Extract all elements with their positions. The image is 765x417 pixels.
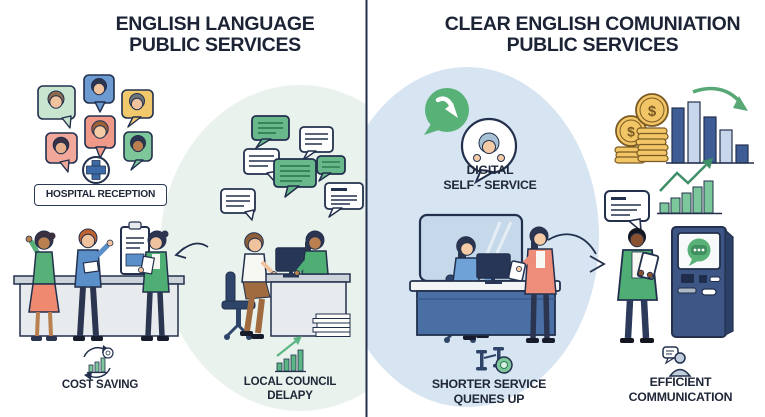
person-woman-green-jacket	[137, 230, 170, 341]
avatar-bubble-green-woman-icon	[123, 131, 153, 171]
office-chair-icon	[221, 271, 256, 340]
chat-bubble-icon	[324, 182, 364, 218]
efficient-line1: EFFICIENT	[649, 375, 712, 389]
avatar-bubble-yellow-man-icon	[121, 89, 154, 128]
rising-bar-chart-icon	[657, 158, 722, 215]
coin-stacks-icon: $ $	[614, 93, 669, 164]
dollar-symbol: $	[648, 103, 657, 120]
person-standing-woman-salmon	[507, 226, 557, 343]
local-council-label: LOCAL COUNCIL DELAPY	[235, 375, 345, 403]
green-bubble-arrow-icon	[424, 88, 469, 135]
chat-bubble-icon	[251, 115, 290, 149]
cost-saving-icon	[83, 345, 114, 380]
shorter-service-line1: SHORTER SERVICE	[431, 377, 547, 391]
kiosk-slot	[677, 287, 697, 294]
conversation-bubbles-cluster	[220, 115, 364, 221]
hospital-reception-label: HOSPITAL RECEPTION	[34, 184, 167, 206]
left-title: ENGLISH LANGUAGE PUBLIC SERVICES	[60, 14, 370, 56]
person-woman-green-top	[25, 230, 60, 341]
speech-bubble-text-icon	[604, 190, 650, 233]
hospital-cross-icon	[82, 156, 110, 184]
person-clerk-woman	[294, 230, 329, 276]
avatar-speech-bubbles-group	[37, 74, 154, 184]
avatar-bubble-green-man-icon	[37, 85, 76, 129]
avatar-bubble-salmon-woman-icon	[84, 115, 116, 159]
dollar-symbol: $	[627, 124, 635, 140]
right-title: CLEAR ENGLISH COMUNIATION PUBLIC SERVICE…	[425, 14, 760, 56]
shorter-service-label: SHORTER SERVICE QUENES UP	[418, 377, 560, 407]
computer-monitor-icon	[476, 253, 511, 284]
self-service-kiosk	[671, 226, 734, 338]
avatar-bubble-blue-woman-icon	[83, 74, 115, 113]
person-with-speech-bubble-icon	[662, 346, 692, 377]
person-in-bubble-icon	[460, 117, 518, 185]
chat-bubble-icon	[273, 158, 317, 198]
local-council-desk-scene	[221, 230, 351, 340]
local-council-line2: DELAPY	[267, 390, 313, 403]
right-title-line1: CLEAR ENGLISH COMUNIATION	[444, 13, 741, 35]
left-title-line2: PUBLIC SERVICES	[129, 34, 301, 56]
arrow-to-left-scene-icon	[174, 242, 209, 259]
cost-saving-label: COST SAVING	[61, 379, 139, 391]
local-council-line1: LOCAL COUNCIL	[243, 376, 337, 388]
paper-stack-icon	[312, 313, 351, 337]
shorter-service-line2: QUENES UP	[453, 392, 525, 406]
chat-bubble-icon	[220, 188, 256, 221]
digital-self-service-label: DIGITAL SELF - SERVICE	[425, 163, 555, 193]
avatar-bubble-pink-woman-icon	[45, 132, 78, 173]
efficient-communication-label: EFFICIENT COMMUNICATION	[613, 375, 748, 405]
person-standing-man-green-jacket	[617, 228, 660, 343]
digital-line1: DIGITAL	[466, 163, 514, 177]
hospital-reception-scene	[13, 221, 185, 341]
left-title-line1: ENGLISH LANGUAGE	[115, 13, 315, 35]
service-queue-icon	[476, 347, 513, 374]
chat-bubble-icon	[316, 155, 346, 182]
kiosk-keypad	[681, 274, 694, 283]
efficient-line2: COMMUNICATION	[628, 390, 733, 404]
person-man-blue-jacket	[73, 228, 114, 341]
kiosk-slot	[701, 288, 717, 296]
service-desk-scene	[409, 213, 561, 343]
declining-bar-chart-icon	[666, 86, 754, 164]
person-seated-man	[240, 232, 277, 339]
right-title-line2: PUBLIC SERVICES	[506, 34, 679, 56]
arrow-to-kiosk-icon	[547, 233, 606, 273]
growth-chart-icon	[275, 336, 306, 373]
digital-line2: SELF - SERVICE	[443, 178, 537, 192]
chat-bubble-icon	[299, 126, 334, 161]
